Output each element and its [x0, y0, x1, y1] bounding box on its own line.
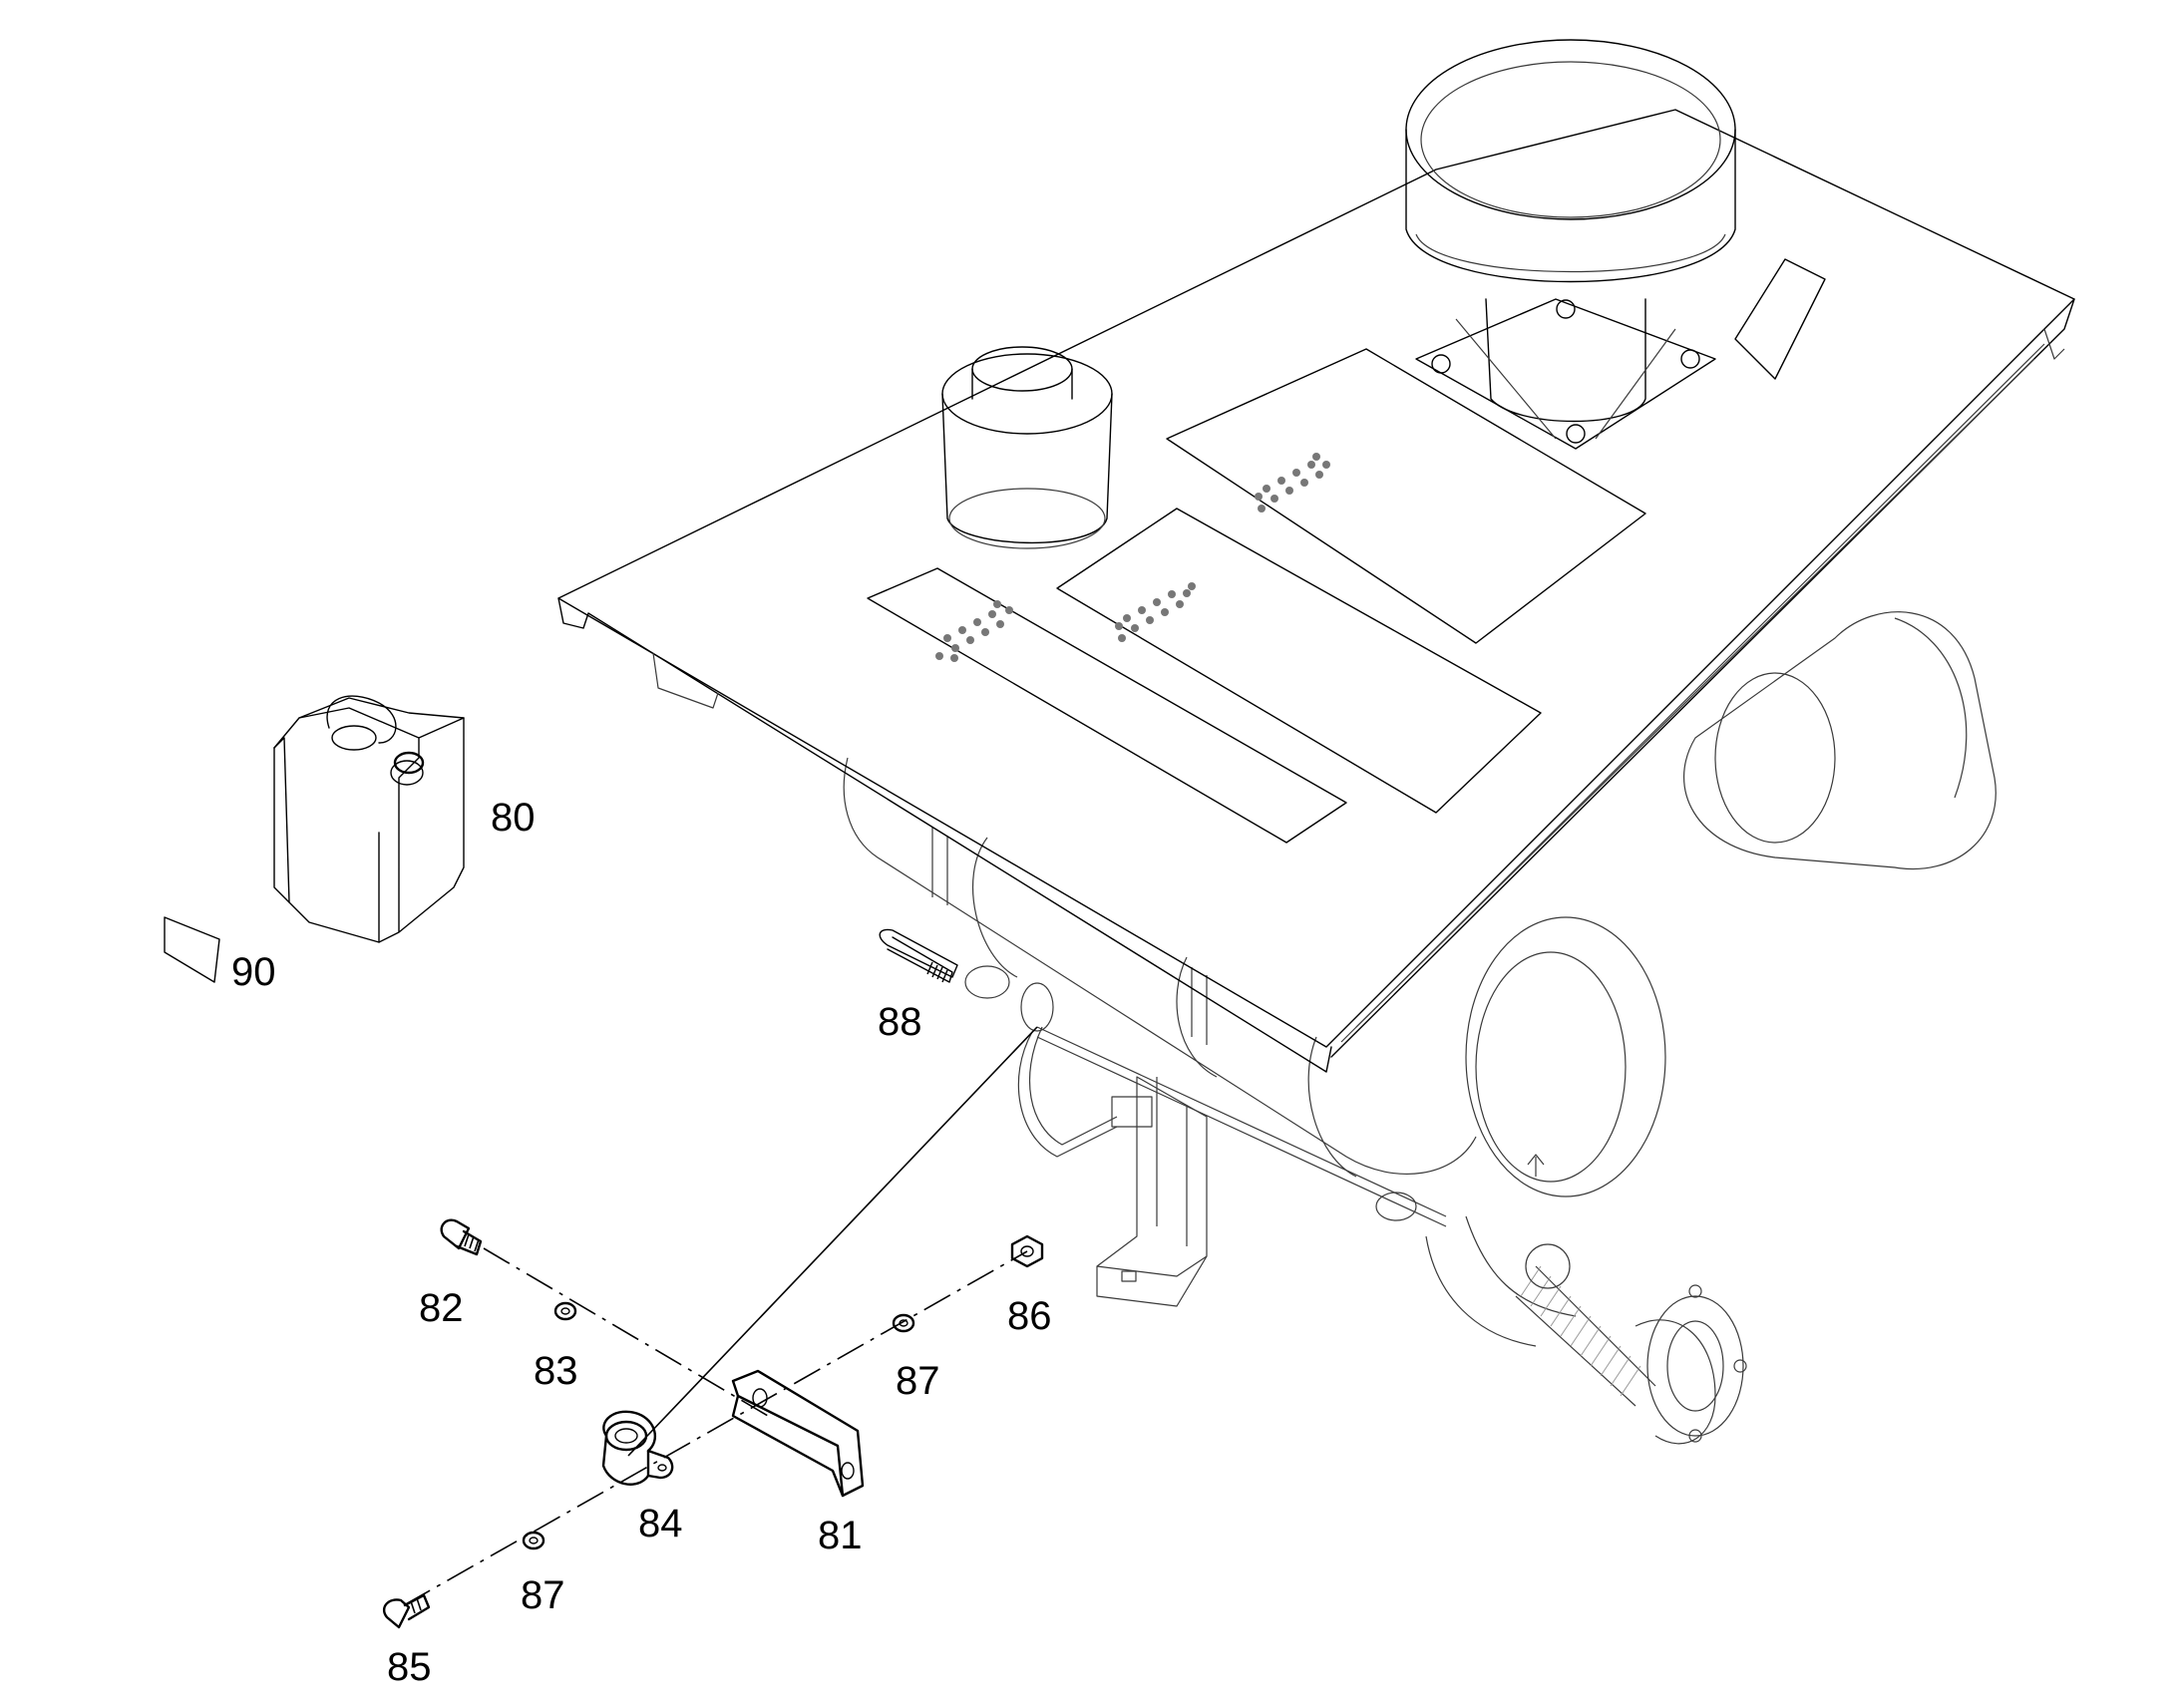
p-clamp-84 [601, 1410, 674, 1486]
washer-87-upper [892, 1313, 915, 1333]
mounting-bracket-support [1096, 1076, 1208, 1307]
callout-84: 84 [638, 1502, 683, 1545]
washer-83 [553, 1301, 577, 1321]
callout-85: 85 [387, 1645, 432, 1689]
callout-88: 88 [878, 1000, 922, 1044]
callout-80: 80 [491, 796, 536, 840]
info-label-sheet [164, 916, 220, 983]
inlet-pipe-stub [941, 346, 1113, 549]
top-cover-plate [557, 109, 2075, 1073]
flex-outlet-pipe [1425, 1215, 1747, 1445]
rain-cap-stack [1405, 39, 1736, 450]
axis-line-lower [403, 1250, 1028, 1606]
flat-bracket-81 [731, 1369, 865, 1498]
sensor-tube [964, 965, 1447, 1227]
callout-83: 83 [534, 1349, 578, 1393]
bolt-85 [382, 1593, 431, 1629]
washer-87-lower [522, 1531, 545, 1550]
muffler-canister [843, 757, 1477, 1178]
canister-end-cap [1465, 916, 1666, 1197]
callout-87-lower: 87 [521, 1573, 565, 1617]
callout-90: 90 [231, 950, 276, 994]
callout-87-upper: 87 [896, 1359, 940, 1403]
long-bolt-88 [627, 928, 1038, 1457]
callout-82: 82 [419, 1286, 464, 1330]
coolant-jerry-can [273, 695, 465, 943]
axis-line-upper [483, 1247, 769, 1417]
exhaust-assembly [557, 39, 2075, 1445]
rear-elbow-pipe [1683, 611, 1997, 869]
callout-81: 81 [818, 1514, 863, 1557]
callout-86: 86 [1007, 1294, 1052, 1338]
hardware-bolt-82 [440, 1218, 483, 1256]
nut-86 [1010, 1234, 1044, 1268]
